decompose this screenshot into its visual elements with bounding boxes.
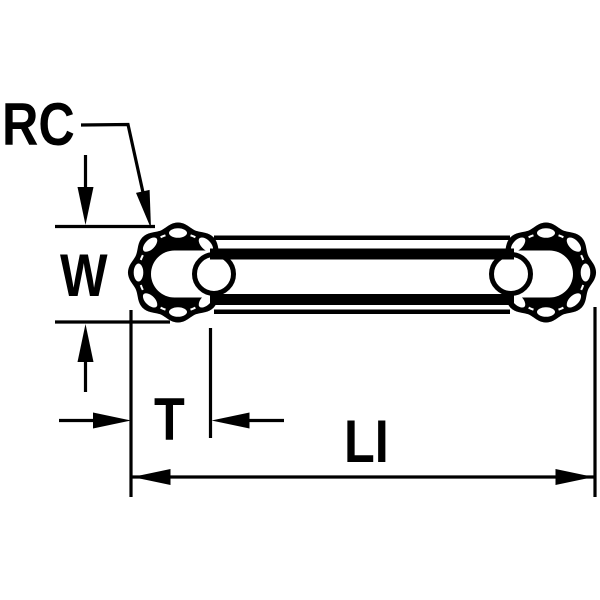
body-bottom-edge-line [214, 309, 510, 314]
label-t: T [154, 386, 185, 453]
label-li: LI [344, 408, 389, 475]
w-arrowhead-bottom [77, 324, 94, 362]
li-arrowhead-right [555, 469, 594, 485]
insert-body [151, 235, 573, 314]
body-bottom-groove-band [210, 294, 514, 305]
ring-dimple-oval [138, 289, 162, 312]
body-top-edge-line [214, 235, 510, 240]
ring-dimple-oval [533, 303, 559, 321]
ring-dimple-oval [165, 224, 191, 242]
leader-rc [80, 122, 151, 229]
li-arrowhead-left [132, 469, 171, 485]
t-arrowhead-left [93, 412, 131, 429]
label-w: W [60, 242, 108, 309]
right-cutting-edge-circle [489, 252, 533, 296]
rc-leader-line [80, 122, 148, 207]
ring-dimple-oval [562, 289, 586, 312]
label-rc: RC [2, 91, 75, 158]
ring-dimple-oval [129, 259, 148, 286]
body-top-groove-band [210, 248, 514, 260]
dimension-t [59, 328, 284, 438]
ring-dimple-oval [138, 233, 162, 256]
w-arrowhead-top [77, 187, 94, 225]
ring-dimple-oval [165, 303, 191, 321]
ring-dimple-oval [533, 224, 559, 242]
dimension-li [129, 307, 597, 497]
rc-arrowhead [136, 189, 151, 229]
dimension-w [55, 155, 170, 392]
ring-dimple-oval [576, 259, 595, 286]
t-arrowhead-right [211, 412, 250, 429]
left-cutting-edge-circle [192, 252, 236, 296]
ring-dimple-oval [562, 233, 586, 256]
